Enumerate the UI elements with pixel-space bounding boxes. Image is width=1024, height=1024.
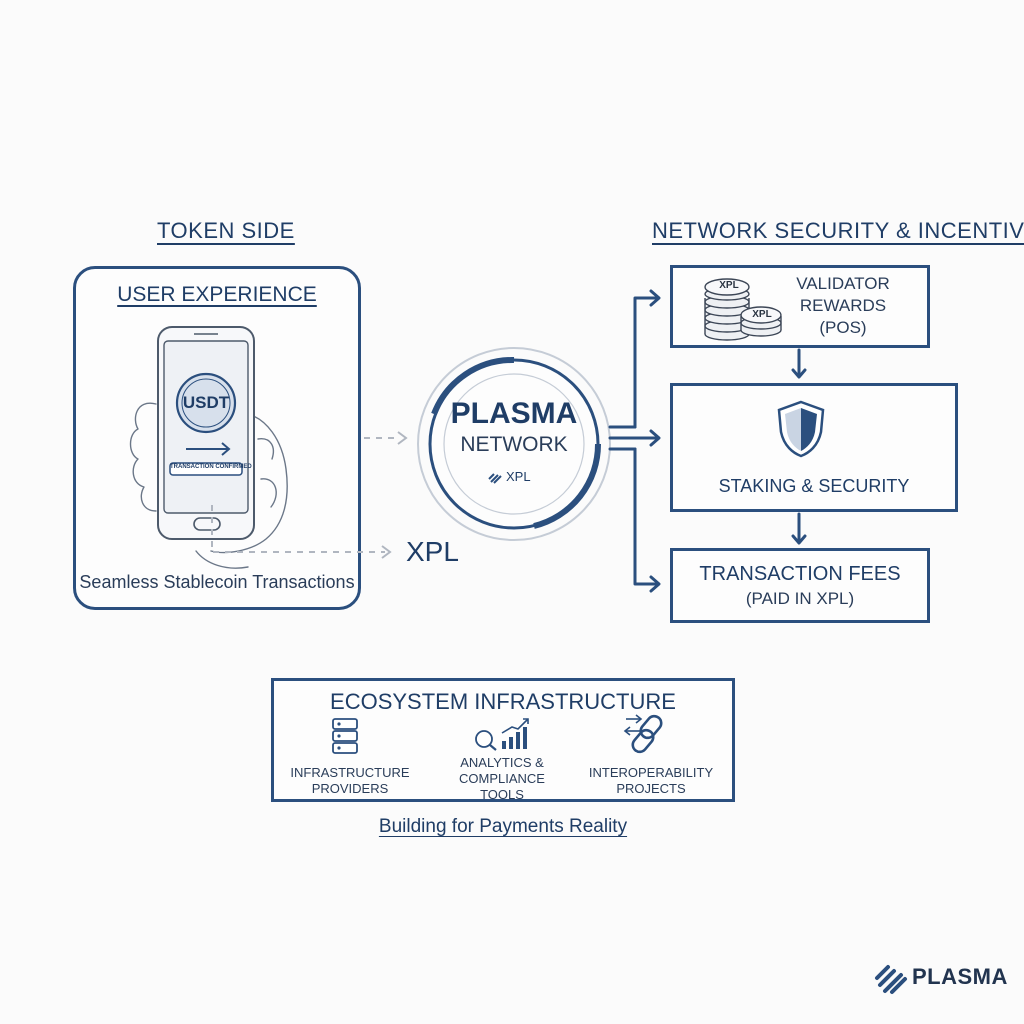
user-experience-panel: USER EXPERIENCE USDT TRANSACTION CONFIRM… xyxy=(73,266,361,610)
eco-item-3-line-1: INTEROPERABILITY xyxy=(588,765,714,780)
seamless-caption: Seamless Stablecoin Transactions xyxy=(79,572,355,592)
shield-icon xyxy=(777,400,825,458)
ecosystem-tagline: Building for Payments Reality xyxy=(378,816,628,837)
xpl-token-label: XPL xyxy=(406,536,459,567)
fees-line-2: (PAID IN XPL) xyxy=(745,589,855,608)
network-subtitle: NETWORK xyxy=(460,433,568,456)
usdt-coin-icon xyxy=(175,372,237,434)
analytics-chart-icon xyxy=(475,718,529,751)
xpl-coin-stack-icon xyxy=(704,278,782,341)
ecosystem-box: ECOSYSTEM INFRASTRUCTURE INFRASTRUCTURE … xyxy=(271,678,735,802)
token-side-title: TOKEN SIDE xyxy=(157,218,295,243)
phone-in-hand-illustration xyxy=(129,326,288,569)
user-experience-title: USER EXPERIENCE xyxy=(117,283,317,306)
plasma-logo-icon xyxy=(488,473,502,484)
eco-item-3-line-2: PROJECTS xyxy=(616,781,686,796)
network-token-badge: XPL xyxy=(488,468,548,486)
staking-label: STAKING & SECURITY xyxy=(718,476,910,496)
eco-item-2-line-3: TOOLS xyxy=(480,787,524,799)
brand-logo: PLASMA xyxy=(872,958,1012,998)
coin-label-top: XPL xyxy=(719,280,739,291)
transaction-fees-box: TRANSACTION FEES (PAID IN XPL) xyxy=(670,548,930,623)
validator-rewards-box: XPL XPL VALIDATOR REWARDS (POS) xyxy=(670,265,930,348)
security-title: NETWORK SECURITY & INCENTIVES xyxy=(652,218,1024,243)
brand-name: PLASMA xyxy=(912,964,1008,989)
validator-line-2: REWARDS xyxy=(799,296,887,315)
ecosystem-title: ECOSYSTEM INFRASTRUCTURE xyxy=(330,689,676,714)
eco-item-1-line-1: INFRASTRUCTURE xyxy=(290,765,410,780)
network-title: PLASMA xyxy=(450,397,578,430)
coin-label-side: XPL xyxy=(752,309,772,320)
chain-link-icon xyxy=(623,714,663,754)
eco-item-2-line-1: ANALYTICS & xyxy=(460,755,544,770)
plasma-logo-icon xyxy=(875,965,907,994)
validator-line-3: (POS) xyxy=(819,318,867,337)
staking-security-box: STAKING & SECURITY xyxy=(670,383,958,512)
transaction-confirmed-label: TRANSACTION CONFIRMED xyxy=(170,464,252,470)
usdt-coin-label: USDT xyxy=(182,393,230,412)
eco-item-1-line-2: PROVIDERS xyxy=(311,781,389,796)
eco-item-2-line-2: COMPLIANCE xyxy=(459,771,545,786)
fees-line-1: TRANSACTION FEES xyxy=(699,563,901,585)
transaction-confirmed-button xyxy=(169,462,243,476)
plasma-network-ring xyxy=(417,347,611,541)
validator-line-1: VALIDATOR xyxy=(796,274,890,293)
network-token-label: XPL xyxy=(506,469,531,484)
server-stack-icon xyxy=(332,718,358,754)
